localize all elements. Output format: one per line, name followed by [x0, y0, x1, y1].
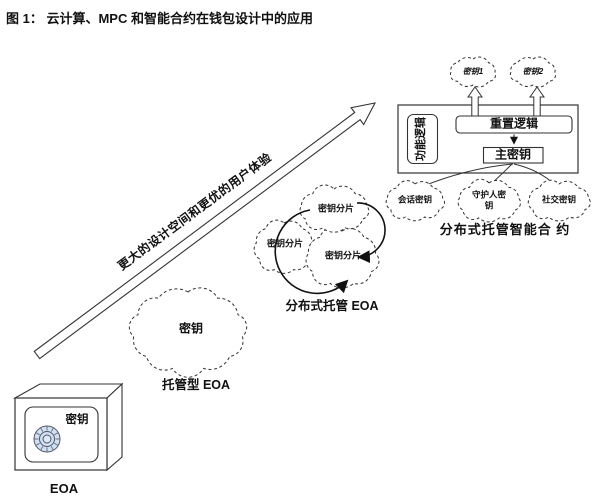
- contract-key2-label: 密钥2: [522, 67, 544, 76]
- smart-contract-caption: 分布式托管智能合 约: [439, 221, 571, 237]
- mpc-cycle-arc-left: [274, 209, 349, 295]
- trend-arrow-shape: [33, 102, 377, 360]
- contract-key2-cloud: [509, 56, 557, 88]
- mpc-shard-label-top: 密钥分片: [317, 203, 355, 214]
- function-logic-label: 功能逻辑: [415, 117, 428, 161]
- contract-up-arrow-2: [529, 86, 545, 117]
- mpc-cycle-arc-right: [356, 202, 386, 263]
- guardian-key-cloud: [457, 178, 521, 223]
- safe-illustration: [12, 382, 124, 472]
- social-key-label: 社交密钥: [542, 194, 577, 205]
- function-logic-box: [406, 113, 439, 165]
- master-branch-left: [420, 163, 514, 188]
- mpc-shard-label-bottom: 密钥分片: [324, 250, 362, 261]
- social-key-cloud: [527, 179, 591, 222]
- custodial-key-cloud: [128, 287, 248, 378]
- mpc-eoa-caption: 分布式托管 EOA: [285, 299, 379, 314]
- contract-key1-cloud: [449, 56, 497, 88]
- safe-dial-inner: [42, 434, 52, 444]
- custodial-eoa-caption: 托管型 EOA: [161, 378, 231, 393]
- reset-logic-label: 重置逻辑: [489, 116, 539, 131]
- session-key-cloud: [385, 180, 445, 222]
- mpc-shard-cloud-top: [299, 184, 370, 233]
- safe-dial-ticks: [34, 426, 60, 452]
- contract-key1-label: 密钥1: [462, 67, 484, 76]
- figure-title: 图 1： 云计算、MPC 和智能合约在钱包设计中的应用: [6, 11, 313, 26]
- eoa-caption: EOA: [49, 480, 79, 496]
- mpc-shard-cloud-left: [253, 219, 316, 274]
- mpc-shard-label-left: 密钥分片: [266, 238, 304, 249]
- guardian-key-label: 守护人密钥: [472, 189, 507, 210]
- reset-logic-box: [455, 115, 573, 134]
- custodial-key-label: 密钥: [178, 321, 204, 336]
- master-key-box: [482, 146, 544, 164]
- safe-key-label: 密钥: [65, 413, 89, 426]
- master-key-label: 主密钥: [494, 147, 532, 162]
- session-key-label: 会话密钥: [398, 194, 433, 205]
- contract-up-arrow-1: [467, 86, 483, 117]
